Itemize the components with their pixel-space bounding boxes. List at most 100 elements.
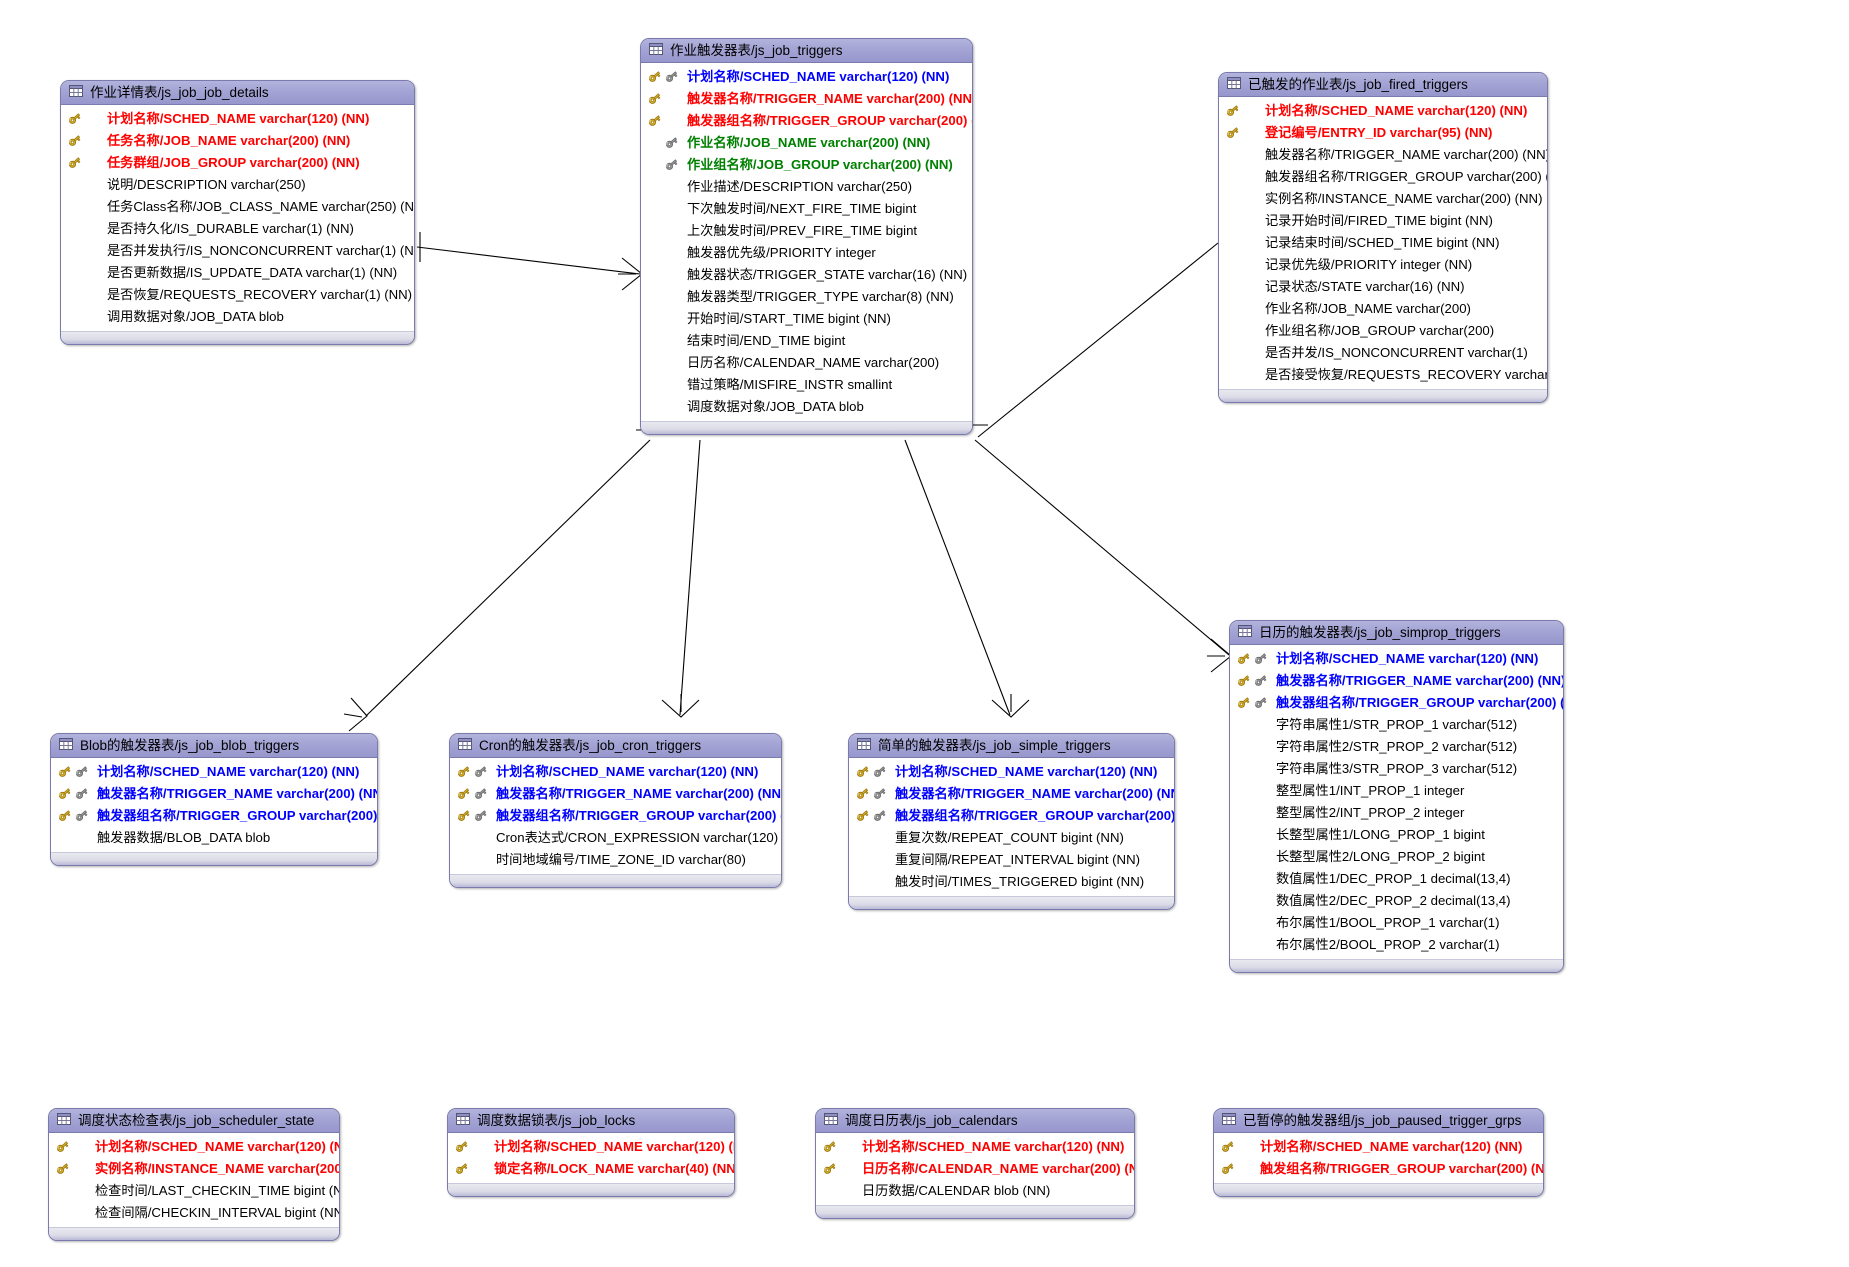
attribute-row[interactable]: 触发器状态/TRIGGER_STATE varchar(16) (NN) [641, 264, 972, 286]
attribute-row[interactable]: 触发器名称/TRIGGER_NAME varchar(200) (NN) [849, 783, 1174, 805]
attribute-row[interactable]: 是否并发执行/IS_NONCONCURRENT varchar(1) (NN) [61, 240, 414, 262]
entity-blob_triggers[interactable]: Blob的触发器表/js_job_blob_triggers 计划名称/SCHED… [50, 733, 378, 866]
attribute-row[interactable]: 布尔属性1/BOOL_PROP_1 varchar(1) [1230, 912, 1563, 934]
attribute-row[interactable]: 重复间隔/REPEAT_INTERVAL bigint (NN) [849, 849, 1174, 871]
attribute-row[interactable]: 触发器名称/TRIGGER_NAME varchar(200) (NN) [51, 783, 377, 805]
entity-job_details[interactable]: 作业详情表/js_job_job_details 计划名称/SCHED_NAME … [60, 80, 415, 345]
attribute-row[interactable]: 字符串属性1/STR_PROP_1 varchar(512) [1230, 714, 1563, 736]
attribute-row[interactable]: 计划名称/SCHED_NAME varchar(120) (NN) [849, 761, 1174, 783]
entity-header-simprop_triggers[interactable]: 日历的触发器表/js_job_simprop_triggers [1230, 621, 1563, 645]
entity-calendars[interactable]: 调度日历表/js_job_calendars 计划名称/SCHED_NAME va… [815, 1108, 1135, 1219]
attribute-row[interactable]: 计划名称/SCHED_NAME varchar(120) (NN) [1214, 1136, 1543, 1158]
attribute-row[interactable]: 错过策略/MISFIRE_INSTR smallint [641, 374, 972, 396]
attribute-row[interactable]: 作业名称/JOB_NAME varchar(200) (NN) [641, 132, 972, 154]
attribute-row[interactable]: 任务名称/JOB_NAME varchar(200) (NN) [61, 130, 414, 152]
attribute-row[interactable]: 日历数据/CALENDAR blob (NN) [816, 1180, 1134, 1202]
attribute-row[interactable]: 上次触发时间/PREV_FIRE_TIME bigint [641, 220, 972, 242]
attribute-row[interactable]: 说明/DESCRIPTION varchar(250) [61, 174, 414, 196]
attribute-row[interactable]: 是否并发/IS_NONCONCURRENT varchar(1) [1219, 342, 1547, 364]
attribute-row[interactable]: 下次触发时间/NEXT_FIRE_TIME bigint [641, 198, 972, 220]
attribute-row[interactable]: 数值属性2/DEC_PROP_2 decimal(13,4) [1230, 890, 1563, 912]
attribute-row[interactable]: 触发器组名称/TRIGGER_GROUP varchar(200) (NN) [1219, 166, 1547, 188]
attribute-row[interactable]: 是否恢复/REQUESTS_RECOVERY varchar(1) (NN) [61, 284, 414, 306]
entity-locks[interactable]: 调度数据锁表/js_job_locks 计划名称/SCHED_NAME varch… [447, 1108, 735, 1197]
attribute-row[interactable]: 计划名称/SCHED_NAME varchar(120) (NN) [61, 108, 414, 130]
attribute-row[interactable]: 触发器类型/TRIGGER_TYPE varchar(8) (NN) [641, 286, 972, 308]
attribute-row[interactable]: 触发器名称/TRIGGER_NAME varchar(200) (NN) [641, 88, 972, 110]
attribute-row[interactable]: 作业描述/DESCRIPTION varchar(250) [641, 176, 972, 198]
attribute-row[interactable]: 登记编号/ENTRY_ID varchar(95) (NN) [1219, 122, 1547, 144]
attribute-row[interactable]: 调用数据对象/JOB_DATA blob [61, 306, 414, 328]
attribute-row[interactable]: 触发器组名称/TRIGGER_GROUP varchar(200) (NN) [849, 805, 1174, 827]
attribute-row[interactable]: 检查间隔/CHECKIN_INTERVAL bigint (NN) [49, 1202, 339, 1224]
attribute-row[interactable]: 计划名称/SCHED_NAME varchar(120) (NN) [816, 1136, 1134, 1158]
attribute-row[interactable]: 计划名称/SCHED_NAME varchar(120) (NN) [1230, 648, 1563, 670]
entity-header-blob_triggers[interactable]: Blob的触发器表/js_job_blob_triggers [51, 734, 377, 758]
attribute-row[interactable]: 触发组名称/TRIGGER_GROUP varchar(200) (NN) [1214, 1158, 1543, 1180]
attribute-row[interactable]: 重复次数/REPEAT_COUNT bigint (NN) [849, 827, 1174, 849]
attribute-row[interactable]: 字符串属性2/STR_PROP_2 varchar(512) [1230, 736, 1563, 758]
attribute-row[interactable]: 触发器组名称/TRIGGER_GROUP varchar(200) (NN) [1230, 692, 1563, 714]
attribute-row[interactable]: 作业组名称/JOB_GROUP varchar(200) (NN) [641, 154, 972, 176]
entity-header-triggers[interactable]: 作业触发器表/js_job_triggers [641, 39, 972, 63]
attribute-row[interactable]: 作业名称/JOB_NAME varchar(200) [1219, 298, 1547, 320]
entity-cron_triggers[interactable]: Cron的触发器表/js_job_cron_triggers 计划名称/SCHED… [449, 733, 782, 888]
attribute-row[interactable]: 计划名称/SCHED_NAME varchar(120) (NN) [49, 1136, 339, 1158]
attribute-row[interactable]: 任务Class名称/JOB_CLASS_NAME varchar(250) (N… [61, 196, 414, 218]
entity-simprop_triggers[interactable]: 日历的触发器表/js_job_simprop_triggers 计划名称/SCHE… [1229, 620, 1564, 973]
entity-header-calendars[interactable]: 调度日历表/js_job_calendars [816, 1109, 1134, 1133]
attribute-row[interactable]: 记录状态/STATE varchar(16) (NN) [1219, 276, 1547, 298]
attribute-row[interactable]: 计划名称/SCHED_NAME varchar(120) (NN) [448, 1136, 734, 1158]
attribute-row[interactable]: 触发器组名称/TRIGGER_GROUP varchar(200) (NN) [450, 805, 781, 827]
entity-simple_triggers[interactable]: 简单的触发器表/js_job_simple_triggers 计划名称/SCHED… [848, 733, 1175, 910]
attribute-row[interactable]: 锁定名称/LOCK_NAME varchar(40) (NN) [448, 1158, 734, 1180]
entity-paused_trigger_grps[interactable]: 已暂停的触发器组/js_job_paused_trigger_grps 计划名称/… [1213, 1108, 1544, 1197]
attribute-row[interactable]: 计划名称/SCHED_NAME varchar(120) (NN) [450, 761, 781, 783]
attribute-row[interactable]: 计划名称/SCHED_NAME varchar(120) (NN) [641, 66, 972, 88]
attribute-row[interactable]: 是否接受恢复/REQUESTS_RECOVERY varchar(1) [1219, 364, 1547, 386]
attribute-row[interactable]: 触发器优先级/PRIORITY integer [641, 242, 972, 264]
attribute-row[interactable]: 日历名称/CALENDAR_NAME varchar(200) (NN) [816, 1158, 1134, 1180]
attribute-row[interactable]: 字符串属性3/STR_PROP_3 varchar(512) [1230, 758, 1563, 780]
attribute-row[interactable]: 任务群组/JOB_GROUP varchar(200) (NN) [61, 152, 414, 174]
attribute-row[interactable]: 日历名称/CALENDAR_NAME varchar(200) [641, 352, 972, 374]
attribute-row[interactable]: 触发器组名称/TRIGGER_GROUP varchar(200) (NN) [51, 805, 377, 827]
attribute-row[interactable]: 数值属性1/DEC_PROP_1 decimal(13,4) [1230, 868, 1563, 890]
entity-header-cron_triggers[interactable]: Cron的触发器表/js_job_cron_triggers [450, 734, 781, 758]
entity-header-fired_triggers[interactable]: 已触发的作业表/js_job_fired_triggers [1219, 73, 1547, 97]
attribute-row[interactable]: 触发器名称/TRIGGER_NAME varchar(200) (NN) [1219, 144, 1547, 166]
attribute-row[interactable]: 计划名称/SCHED_NAME varchar(120) (NN) [51, 761, 377, 783]
attribute-row[interactable]: 计划名称/SCHED_NAME varchar(120) (NN) [1219, 100, 1547, 122]
attribute-row[interactable]: 整型属性2/INT_PROP_2 integer [1230, 802, 1563, 824]
attribute-row[interactable]: 实例名称/INSTANCE_NAME varchar(200) (NN) [1219, 188, 1547, 210]
entity-header-locks[interactable]: 调度数据锁表/js_job_locks [448, 1109, 734, 1133]
attribute-row[interactable]: 记录优先级/PRIORITY integer (NN) [1219, 254, 1547, 276]
attribute-row[interactable]: 触发时间/TIMES_TRIGGERED bigint (NN) [849, 871, 1174, 893]
attribute-row[interactable]: 是否持久化/IS_DURABLE varchar(1) (NN) [61, 218, 414, 240]
attribute-row[interactable]: 实例名称/INSTANCE_NAME varchar(200) (NN) [49, 1158, 339, 1180]
attribute-row[interactable]: 开始时间/START_TIME bigint (NN) [641, 308, 972, 330]
attribute-row[interactable]: 调度数据对象/JOB_DATA blob [641, 396, 972, 418]
entity-header-paused_trigger_grps[interactable]: 已暂停的触发器组/js_job_paused_trigger_grps [1214, 1109, 1543, 1133]
attribute-row[interactable]: 结束时间/END_TIME bigint [641, 330, 972, 352]
attribute-row[interactable]: 时间地域编号/TIME_ZONE_ID varchar(80) [450, 849, 781, 871]
entity-fired_triggers[interactable]: 已触发的作业表/js_job_fired_triggers 计划名称/SCHED_… [1218, 72, 1548, 403]
attribute-row[interactable]: 布尔属性2/BOOL_PROP_2 varchar(1) [1230, 934, 1563, 956]
entity-header-job_details[interactable]: 作业详情表/js_job_job_details [61, 81, 414, 105]
attribute-row[interactable]: 记录结束时间/SCHED_TIME bigint (NN) [1219, 232, 1547, 254]
attribute-row[interactable]: 检查时间/LAST_CHECKIN_TIME bigint (NN) [49, 1180, 339, 1202]
entity-triggers[interactable]: 作业触发器表/js_job_triggers 计划名称/SCHED_NAME va… [640, 38, 973, 435]
entity-scheduler_state[interactable]: 调度状态检查表/js_job_scheduler_state 计划名称/SCHED… [48, 1108, 340, 1241]
attribute-row[interactable]: 长整型属性2/LONG_PROP_2 bigint [1230, 846, 1563, 868]
attribute-row[interactable]: 触发器名称/TRIGGER_NAME varchar(200) (NN) [450, 783, 781, 805]
attribute-row[interactable]: 触发器名称/TRIGGER_NAME varchar(200) (NN) [1230, 670, 1563, 692]
attribute-row[interactable]: 触发器数据/BLOB_DATA blob [51, 827, 377, 849]
attribute-row[interactable]: 是否更新数据/IS_UPDATE_DATA varchar(1) (NN) [61, 262, 414, 284]
entity-header-scheduler_state[interactable]: 调度状态检查表/js_job_scheduler_state [49, 1109, 339, 1133]
attribute-row[interactable]: 记录开始时间/FIRED_TIME bigint (NN) [1219, 210, 1547, 232]
attribute-row[interactable]: 触发器组名称/TRIGGER_GROUP varchar(200) (NN) [641, 110, 972, 132]
attribute-row[interactable]: 整型属性1/INT_PROP_1 integer [1230, 780, 1563, 802]
entity-header-simple_triggers[interactable]: 简单的触发器表/js_job_simple_triggers [849, 734, 1174, 758]
attribute-row[interactable]: 长整型属性1/LONG_PROP_1 bigint [1230, 824, 1563, 846]
attribute-row[interactable]: 作业组名称/JOB_GROUP varchar(200) [1219, 320, 1547, 342]
